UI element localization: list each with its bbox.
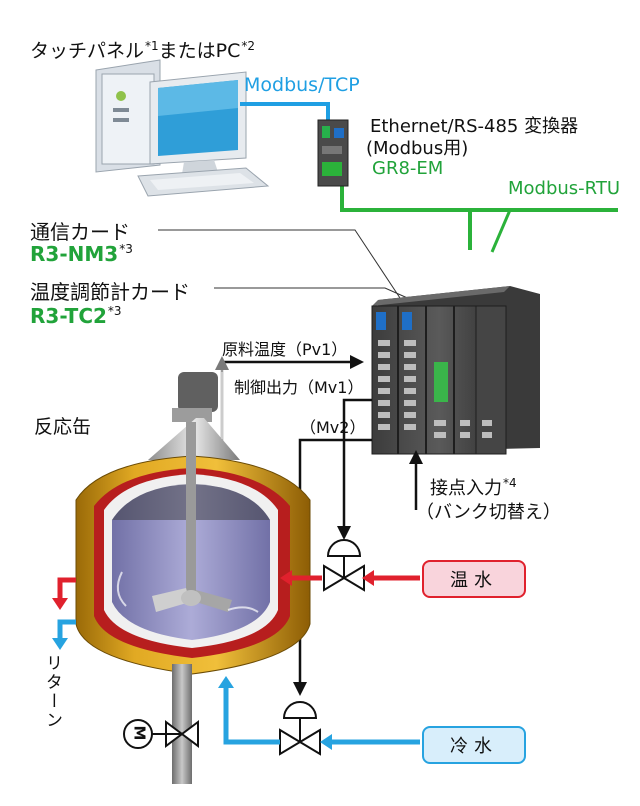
pv1-label: 原料温度（Pv1） [222,340,348,359]
modbus-tcp-label: Modbus/TCP [244,74,360,96]
motor-icon [123,719,153,749]
comm-card-label: 通信カード [30,220,130,244]
hot-water-valve-icon [323,539,365,592]
ethernet-line [240,102,330,124]
hot-water-flow [280,570,420,586]
temp-card-label: 温度調節計カード [30,280,190,304]
cold-water-flow [218,676,420,750]
bank-switch-label: （バンク切替え） [416,502,561,523]
cold-water-tag: 冷水 [422,726,526,764]
return-label: リターン [42,654,62,730]
hot-water-tag: 温水 [422,560,526,598]
converter-icon [317,119,349,187]
touchpanel-label: タッチパネル*1またはPC*2 [30,38,256,62]
converter-usage: (Modbus用) [366,138,469,159]
r3-rack [371,286,540,455]
motor-label: M [130,725,149,741]
mv1-label: 制御出力（Mv1） [234,378,364,397]
reactor-icon [75,372,311,784]
return-flow [52,577,76,650]
converter-model: GR8-EM [372,158,444,179]
temp-card-model-line: R3-TC2*3 [30,304,122,328]
cold-water-valve-icon [279,701,321,756]
pc-icon [95,59,270,197]
drain-valve-icon [152,720,199,748]
mv2-line [298,438,372,684]
rs485-line [340,185,618,212]
converter-label: Ethernet/RS-485 変換器 [370,116,579,137]
comm-card-model-line: R3-NM3*3 [30,242,133,266]
reactor-label: 反応缶 [34,416,92,438]
mv2-label: （Mv2） [300,418,366,437]
mv1-line [342,398,372,528]
contact-input-label: 接点入力*4 [430,476,517,499]
modbus-rtu-label: Modbus-RTU [508,178,621,199]
